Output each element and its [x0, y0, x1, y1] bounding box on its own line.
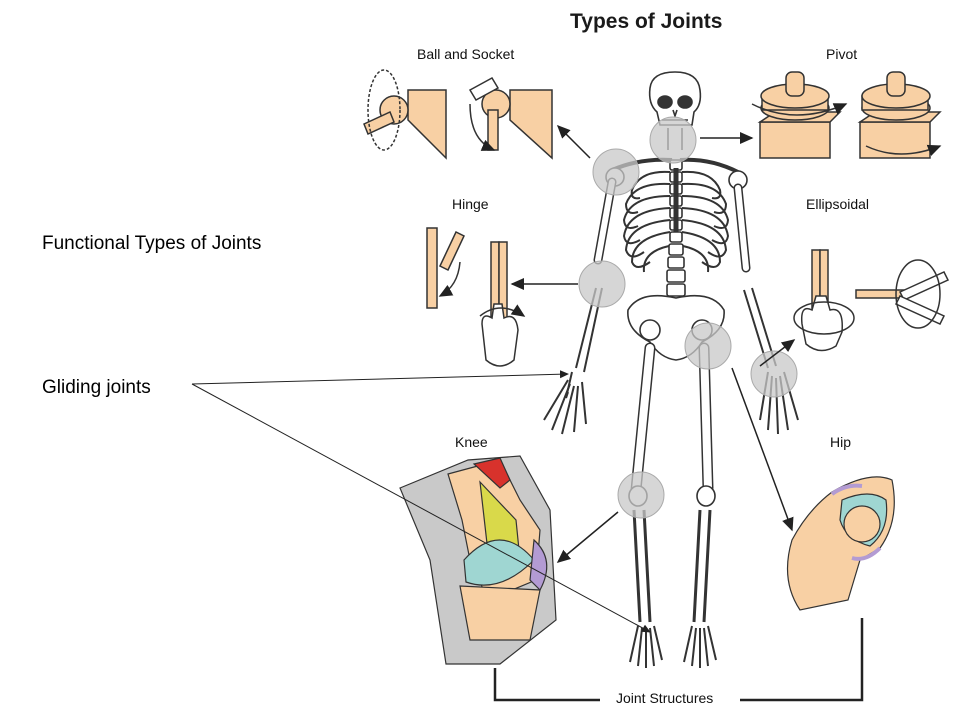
hinge-illustration [426, 227, 526, 367]
label-hinge: Hinge [452, 196, 489, 212]
right-hand [759, 371, 799, 435]
joint-circles [578, 116, 798, 519]
hip-joint-circle [684, 322, 732, 370]
knee-joint-circle [617, 471, 665, 519]
left-foot [629, 625, 663, 668]
elbow-joint-circle [578, 260, 626, 308]
right-foot [683, 625, 717, 668]
pointer-arrows [510, 124, 796, 563]
arrow-to-ball-socket [556, 124, 591, 159]
ribcage [622, 170, 730, 273]
pivot-illustration [751, 71, 942, 159]
label-hip: Hip [830, 434, 852, 450]
hip-illustration [786, 476, 895, 611]
left-hand [543, 371, 587, 435]
label-knee: Knee [455, 434, 488, 450]
spine [666, 159, 686, 297]
arrow-to-hip [731, 367, 794, 532]
ball-socket-illustration [363, 69, 553, 160]
joint-structures-bracket [493, 618, 864, 702]
ellipsoidal-illustration [793, 249, 950, 352]
label-pivot: Pivot [826, 46, 858, 62]
arrow-to-knee [556, 511, 619, 563]
neck-joint-circle [649, 116, 697, 164]
gliding-pointer-lines [191, 370, 651, 633]
label-joint-structures: Joint Structures [616, 690, 714, 706]
gliding-joints-label: Gliding joints [42, 377, 151, 398]
shoulder-joint-circle [592, 148, 640, 196]
label-ellipsoidal: Ellipsoidal [806, 196, 870, 212]
knee-illustration [399, 455, 557, 665]
wrist-joint-circle [750, 350, 798, 398]
functional-types-label: Functional Types of Joints [42, 233, 262, 254]
label-ball-socket: Ball and Socket [417, 46, 515, 62]
diagram-title: Types of Joints [570, 10, 723, 33]
arrow-to-ellipsoidal [759, 339, 796, 367]
skull [648, 71, 702, 126]
